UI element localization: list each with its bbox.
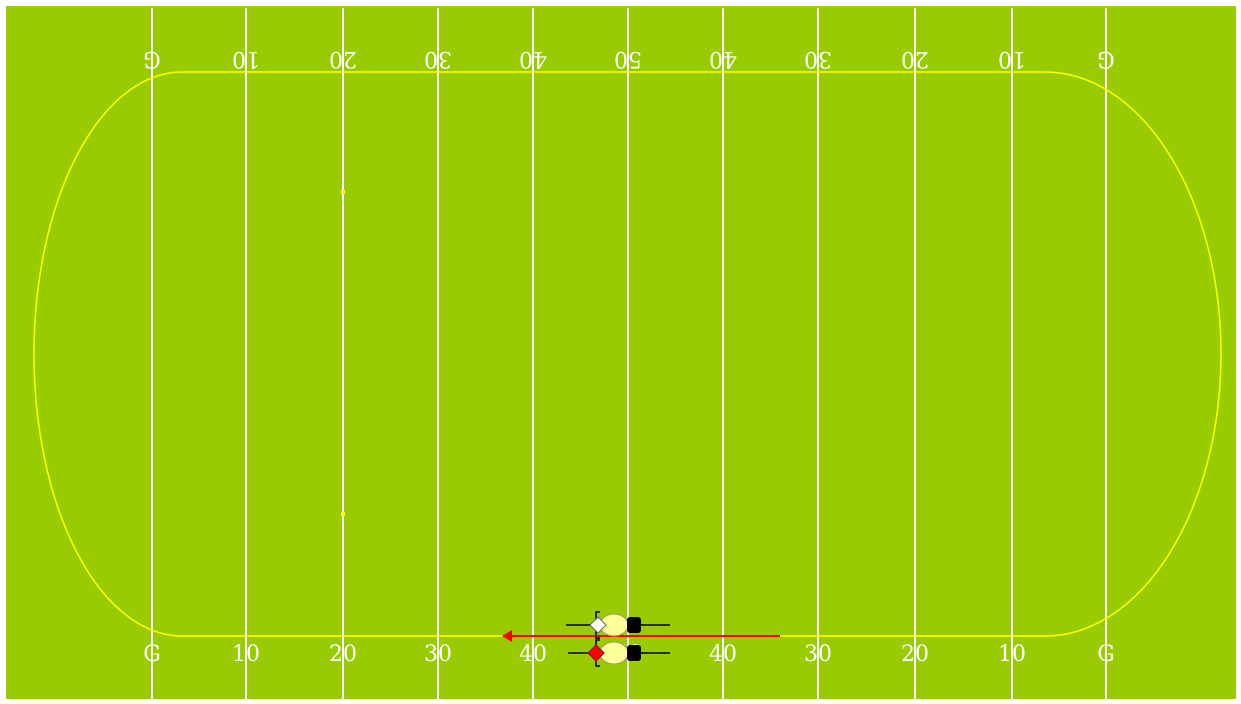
top-yard-label: 10 [998, 46, 1026, 71]
top-yard-label: 30 [804, 46, 832, 71]
hash-mark [341, 190, 345, 194]
bottom-yard-label: G [143, 642, 161, 667]
top-yard-label: 40 [519, 46, 547, 71]
bottom-yard-label: 40 [519, 642, 547, 667]
bottom-yard-label: 30 [424, 642, 452, 667]
top-yard-label: 20 [329, 46, 357, 71]
top-yard-label: G [1097, 46, 1115, 71]
runner-head [627, 617, 641, 633]
bottom-yard-label: 20 [901, 642, 929, 667]
bottom-yard-label: 10 [998, 642, 1026, 667]
hash-mark [341, 512, 345, 516]
top-yard-label: 30 [424, 46, 452, 71]
bottom-yard-label: 40 [709, 642, 737, 667]
top-yard-label: 20 [901, 46, 929, 71]
top-yard-label: 50 [614, 46, 642, 71]
bottom-yard-label: 30 [804, 642, 832, 667]
turf [6, 6, 1236, 699]
top-yard-label: G [143, 46, 161, 71]
runner-head [627, 645, 641, 661]
top-yard-label: 40 [709, 46, 737, 71]
bottom-yard-label: 10 [232, 642, 260, 667]
bottom-yard-label: 20 [329, 642, 357, 667]
bottom-yard-label: G [1097, 642, 1115, 667]
top-yard-label: 10 [232, 46, 260, 71]
